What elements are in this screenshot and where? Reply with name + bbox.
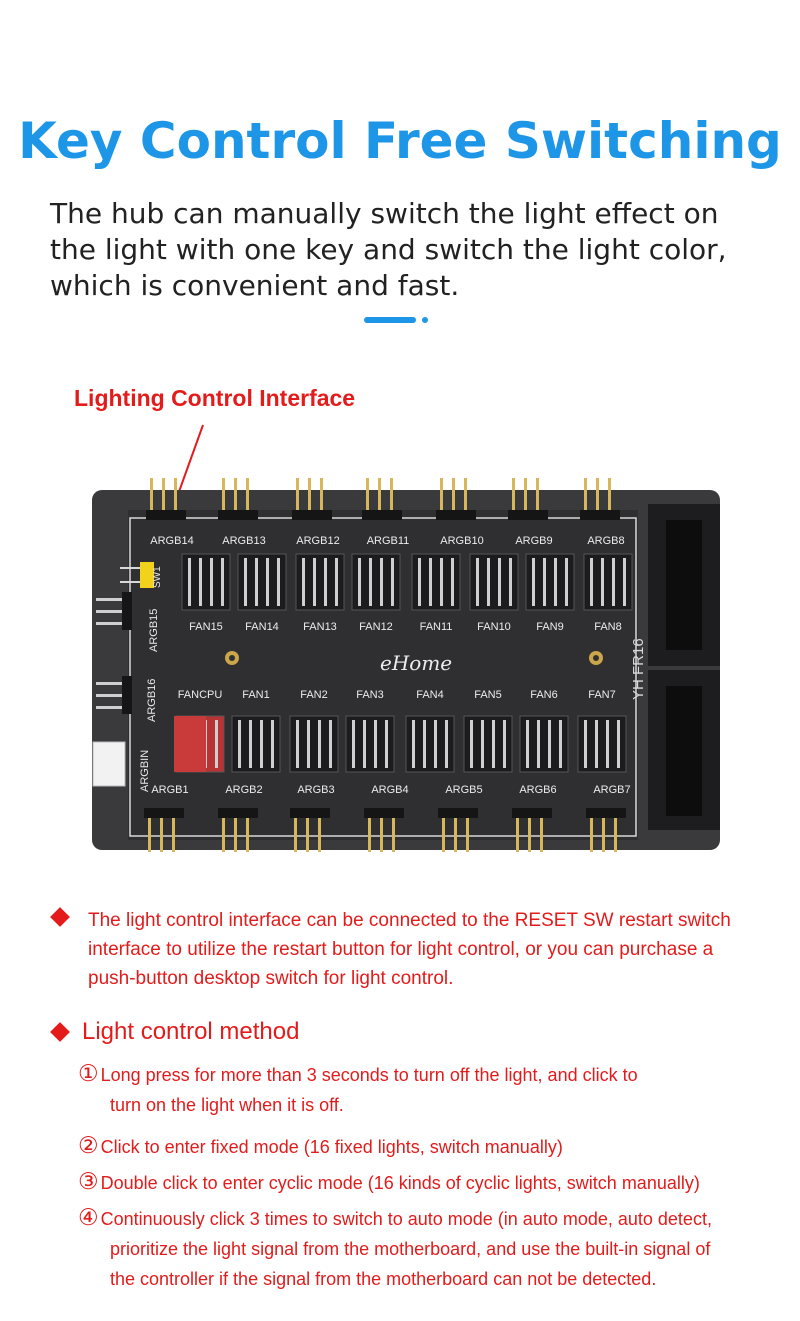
fan-bottom-label-4: FAN4 (416, 689, 444, 701)
top-label-3: ARGB11 (367, 535, 410, 547)
bullet-icon (50, 1022, 70, 1042)
step-number: ④ (78, 1204, 99, 1230)
callout-label: Lighting Control Interface (74, 385, 356, 411)
fan-bottom-label-0: FANCPU (178, 689, 223, 701)
method-heading: Light control method (82, 1018, 300, 1045)
fan-top-label-7: FAN8 (594, 621, 622, 633)
fan-bottom-label-6: FAN6 (530, 689, 558, 701)
model-label: YH FR16 (630, 638, 647, 700)
fan-bottom-label-1: FAN1 (242, 689, 270, 701)
bottom-label-0: ARGB1 (151, 784, 188, 796)
side-label-argb16: ARGB16 (146, 679, 158, 722)
sata-connectors (648, 504, 720, 830)
top-label-4: ARGB10 (440, 535, 483, 547)
top-label-2: ARGB12 (296, 535, 339, 547)
bottom-label-2: ARGB3 (297, 784, 334, 796)
top-label-5: ARGB9 (515, 535, 552, 547)
page-title: Key Control Free Switching (18, 112, 782, 170)
fan-bottom-label-7: FAN7 (588, 689, 616, 701)
bottom-label-5: ARGB6 (519, 784, 556, 796)
bottom-label-6: ARGB7 (593, 784, 630, 796)
bottom-label-1: ARGB2 (225, 784, 262, 796)
fan-bottom-label-3: FAN3 (356, 689, 384, 701)
fan-top-label-6: FAN9 (536, 621, 564, 633)
ehome-logo: eHome (380, 651, 452, 675)
side-label-argbin: ARGBIN (139, 750, 151, 792)
title-divider (364, 317, 416, 323)
page-subtitle: The hub can manually switch the light ef… (50, 197, 727, 302)
bullet-icon (50, 907, 70, 927)
bottom-label-3: ARGB4 (371, 784, 408, 796)
fan-top-label-3: FAN12 (359, 621, 393, 633)
top-label-0: ARGB14 (150, 535, 193, 547)
fan-top-label-5: FAN10 (477, 621, 511, 633)
fan-top-label-4: FAN11 (420, 621, 453, 633)
hub-board-illustration: ARGB14 ARGB13 ARGB12 ARGB11 ARGB10 ARGB9 ARGB8… (0, 420, 800, 860)
fancpu-header (174, 716, 206, 772)
sw1-jumper (140, 562, 154, 588)
argbin-connector (92, 741, 126, 787)
fan-bottom-label-5: FAN5 (474, 689, 502, 701)
title-divider-dot (422, 317, 428, 323)
hub-board-svg: ARGB14 ARGB13 ARGB12 ARGB11 ARGB10 ARGB9 ARGB8… (92, 424, 720, 852)
fan-top-label-2: FAN13 (303, 621, 337, 633)
fan-top-label-0: FAN15 (189, 621, 223, 633)
sw1-label: SW1 (152, 566, 163, 588)
top-label-1: ARGB13 (222, 535, 265, 547)
top-label-6: ARGB8 (587, 535, 624, 547)
fan-top-label-1: FAN14 (245, 621, 279, 633)
step-number: ① (78, 1060, 99, 1086)
fan-bottom-label-2: FAN2 (300, 689, 328, 701)
bottom-label-4: ARGB5 (445, 784, 482, 796)
step-number: ③ (78, 1168, 99, 1194)
step-number: ② (78, 1132, 99, 1158)
interface-note: The light control interface can be conne… (88, 910, 731, 989)
side-label-argb15: ARGB15 (148, 609, 160, 652)
